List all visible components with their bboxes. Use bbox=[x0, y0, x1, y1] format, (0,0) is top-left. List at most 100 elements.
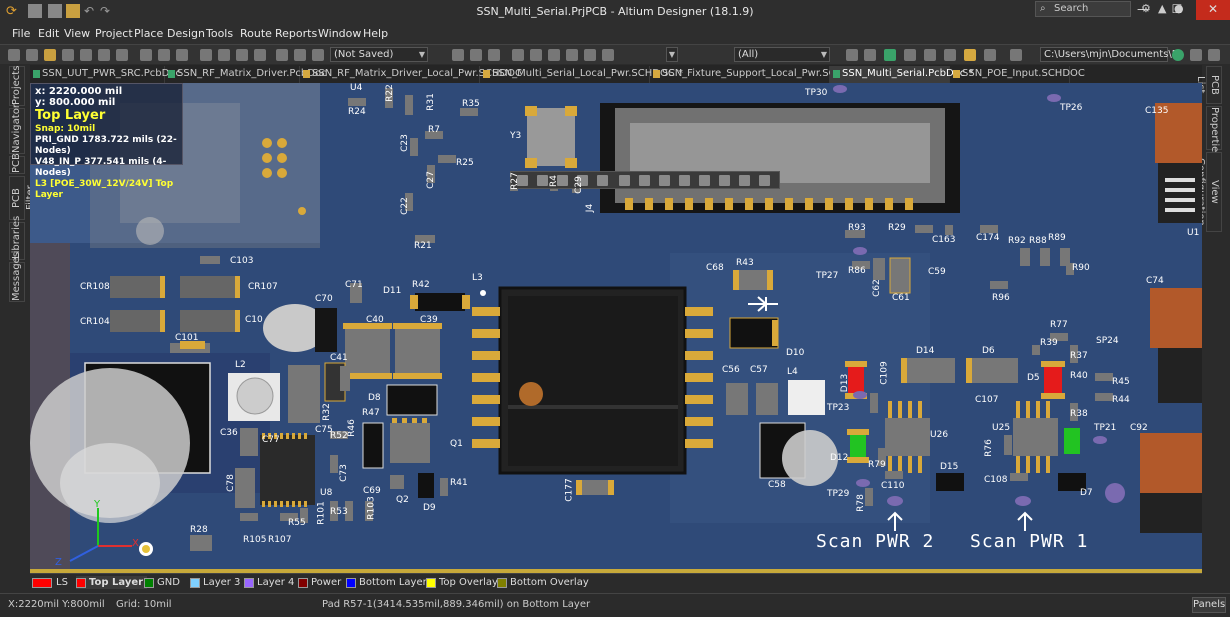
cut-icon[interactable] bbox=[140, 49, 152, 61]
text-icon[interactable] bbox=[739, 175, 750, 186]
dimension-icon[interactable] bbox=[984, 49, 996, 61]
align-icon[interactable] bbox=[904, 49, 916, 61]
clear-filter-icon[interactable] bbox=[254, 49, 266, 61]
layer-tab-top-overlay[interactable]: Top Overlay bbox=[426, 576, 498, 589]
move-icon[interactable] bbox=[537, 175, 548, 186]
deselect-icon[interactable] bbox=[236, 49, 248, 61]
panels-button[interactable]: Panels bbox=[1192, 597, 1226, 613]
layer-tab-bottom[interactable]: Bottom Layer bbox=[346, 576, 427, 589]
redo-icon[interactable]: ↷ bbox=[100, 4, 111, 18]
zoom-area-icon[interactable] bbox=[116, 49, 128, 61]
menu-help[interactable]: Help bbox=[363, 27, 389, 40]
layer-tab-layer4[interactable]: Layer 4 bbox=[244, 576, 294, 589]
highlight-icon[interactable] bbox=[864, 49, 876, 61]
filter-icon[interactable] bbox=[517, 175, 528, 186]
maximize-button[interactable]: ☐ bbox=[1171, 2, 1183, 16]
polygon-icon[interactable] bbox=[566, 49, 578, 61]
path-field[interactable]: C:\Users\mjn\Documents\P bbox=[1040, 47, 1178, 62]
layer-tab-power[interactable]: Power bbox=[298, 576, 341, 589]
line-icon[interactable] bbox=[759, 175, 770, 186]
save-icon[interactable] bbox=[28, 4, 42, 18]
layer-tab-bottom-overlay[interactable]: Bottom Overlay bbox=[497, 576, 589, 589]
tab-rf-matrix-driver-local-pwr[interactable]: SSN_RF_Matrix_Driver_Local_Pwr.SCHDOC bbox=[300, 66, 522, 83]
move-icon[interactable] bbox=[218, 49, 230, 61]
tab-fixture-support-local-pwr[interactable]: SSN_Fixture_Support_Local_Pwr.SCHDOC bbox=[650, 66, 866, 83]
zoom-icon[interactable] bbox=[80, 49, 92, 61]
diff-pair-icon[interactable] bbox=[470, 49, 482, 61]
fill-icon[interactable] bbox=[679, 175, 690, 186]
redo-icon[interactable] bbox=[294, 49, 306, 61]
select-filter-icon[interactable] bbox=[846, 49, 858, 61]
align-icon[interactable] bbox=[577, 175, 588, 186]
new-icon[interactable] bbox=[8, 49, 20, 61]
undo-icon[interactable] bbox=[276, 49, 288, 61]
chart-icon[interactable] bbox=[884, 49, 896, 61]
tab-multi-serial-local-pwr[interactable]: SSN_Multi_Serial_Local_Pwr.SCHDOC * bbox=[480, 66, 683, 83]
filter-dropdown[interactable]: (All)▼ bbox=[734, 47, 830, 62]
save-all-icon[interactable] bbox=[48, 4, 62, 18]
panel-tab-pcb[interactable]: PCB bbox=[9, 153, 25, 174]
open-icon[interactable] bbox=[44, 49, 56, 61]
zoom-fit-icon[interactable] bbox=[98, 49, 110, 61]
tab-multi-serial-pcb[interactable]: SSN_Multi_Serial.PcbDoc * bbox=[830, 66, 973, 83]
tab-poe-input[interactable]: SSN_POE_Input.SCHDOC bbox=[950, 66, 1085, 83]
notifications-icon[interactable]: ▲ bbox=[1158, 2, 1167, 15]
place-icon[interactable] bbox=[964, 49, 976, 61]
menu-project[interactable]: Project bbox=[95, 27, 133, 40]
polygon-icon[interactable] bbox=[699, 175, 710, 186]
paste-icon[interactable] bbox=[176, 49, 188, 61]
copy-icon[interactable] bbox=[158, 49, 170, 61]
menu-edit[interactable]: Edit bbox=[38, 27, 60, 40]
layer-tab-gnd[interactable]: GND bbox=[144, 576, 180, 589]
panel-tab-navigator[interactable]: Navigator bbox=[9, 104, 25, 154]
region-icon[interactable] bbox=[719, 175, 730, 186]
panel-tab-view-configuration[interactable]: View Configuration bbox=[1195, 152, 1222, 232]
panel-tab-properties[interactable]: Properties bbox=[1206, 106, 1222, 158]
close-button[interactable]: ✕ bbox=[1196, 0, 1230, 20]
menu-route[interactable]: Route bbox=[240, 27, 272, 40]
via-icon[interactable] bbox=[512, 49, 524, 61]
interactive-route-icon[interactable] bbox=[452, 49, 464, 61]
menu-window[interactable]: Window bbox=[318, 27, 362, 40]
grid-icon[interactable] bbox=[944, 49, 956, 61]
variant-dropdown[interactable]: (Not Saved)▼ bbox=[330, 47, 428, 62]
layer-tab-top[interactable]: Top Layer bbox=[76, 576, 148, 589]
tab-uut-pwr-src[interactable]: SSN_UUT_PWR_SRC.PcbDoc bbox=[30, 66, 181, 83]
via-icon[interactable] bbox=[659, 175, 670, 186]
tab-rf-matrix-driver[interactable]: SSN_RF_Matrix_Driver.PcbDoc bbox=[165, 66, 327, 83]
settings-icon[interactable]: ⚙ bbox=[1141, 2, 1151, 15]
variant-icon[interactable] bbox=[312, 49, 324, 61]
text-icon[interactable] bbox=[584, 49, 596, 61]
place-component-icon[interactable] bbox=[597, 175, 608, 186]
menu-file[interactable]: File bbox=[12, 27, 31, 40]
layer-tab-layer3[interactable]: Layer 3 bbox=[190, 576, 240, 589]
route-multiple-icon[interactable] bbox=[488, 49, 500, 61]
go-icon[interactable] bbox=[1172, 49, 1184, 61]
menu-view[interactable]: View bbox=[64, 27, 91, 40]
undo-icon[interactable]: ↶ bbox=[84, 4, 95, 18]
menu-design[interactable]: Design bbox=[167, 27, 205, 40]
table-icon[interactable] bbox=[1010, 49, 1022, 61]
panel-tab-messages[interactable]: Messages bbox=[9, 252, 25, 302]
forward-icon[interactable] bbox=[1208, 49, 1220, 61]
panel-tab-pcb-list[interactable]: PCB List bbox=[1195, 66, 1222, 104]
panel-tab-pcb-filter[interactable]: PCB Filter bbox=[9, 176, 36, 220]
save-icon[interactable] bbox=[26, 49, 38, 61]
fill-icon[interactable] bbox=[548, 49, 560, 61]
menu-place[interactable]: Place bbox=[134, 27, 164, 40]
distribute-icon[interactable] bbox=[924, 49, 936, 61]
search-input[interactable]: Search bbox=[1035, 1, 1131, 17]
panel-tab-projects[interactable]: Projects bbox=[9, 66, 25, 106]
open-folder-icon[interactable] bbox=[66, 4, 80, 18]
arc-icon[interactable] bbox=[530, 49, 542, 61]
menu-tools[interactable]: Tools bbox=[206, 27, 234, 40]
menu-reports[interactable]: Reports bbox=[275, 27, 318, 40]
route-icon[interactable] bbox=[619, 175, 630, 186]
layer-set-dropdown[interactable]: ▼ bbox=[666, 47, 678, 62]
print-icon[interactable] bbox=[62, 49, 74, 61]
select-icon[interactable] bbox=[200, 49, 212, 61]
diff-pair-icon[interactable] bbox=[639, 175, 650, 186]
select-icon[interactable] bbox=[557, 175, 568, 186]
user-icon[interactable]: ● bbox=[1174, 2, 1184, 15]
back-icon[interactable] bbox=[1190, 49, 1202, 61]
